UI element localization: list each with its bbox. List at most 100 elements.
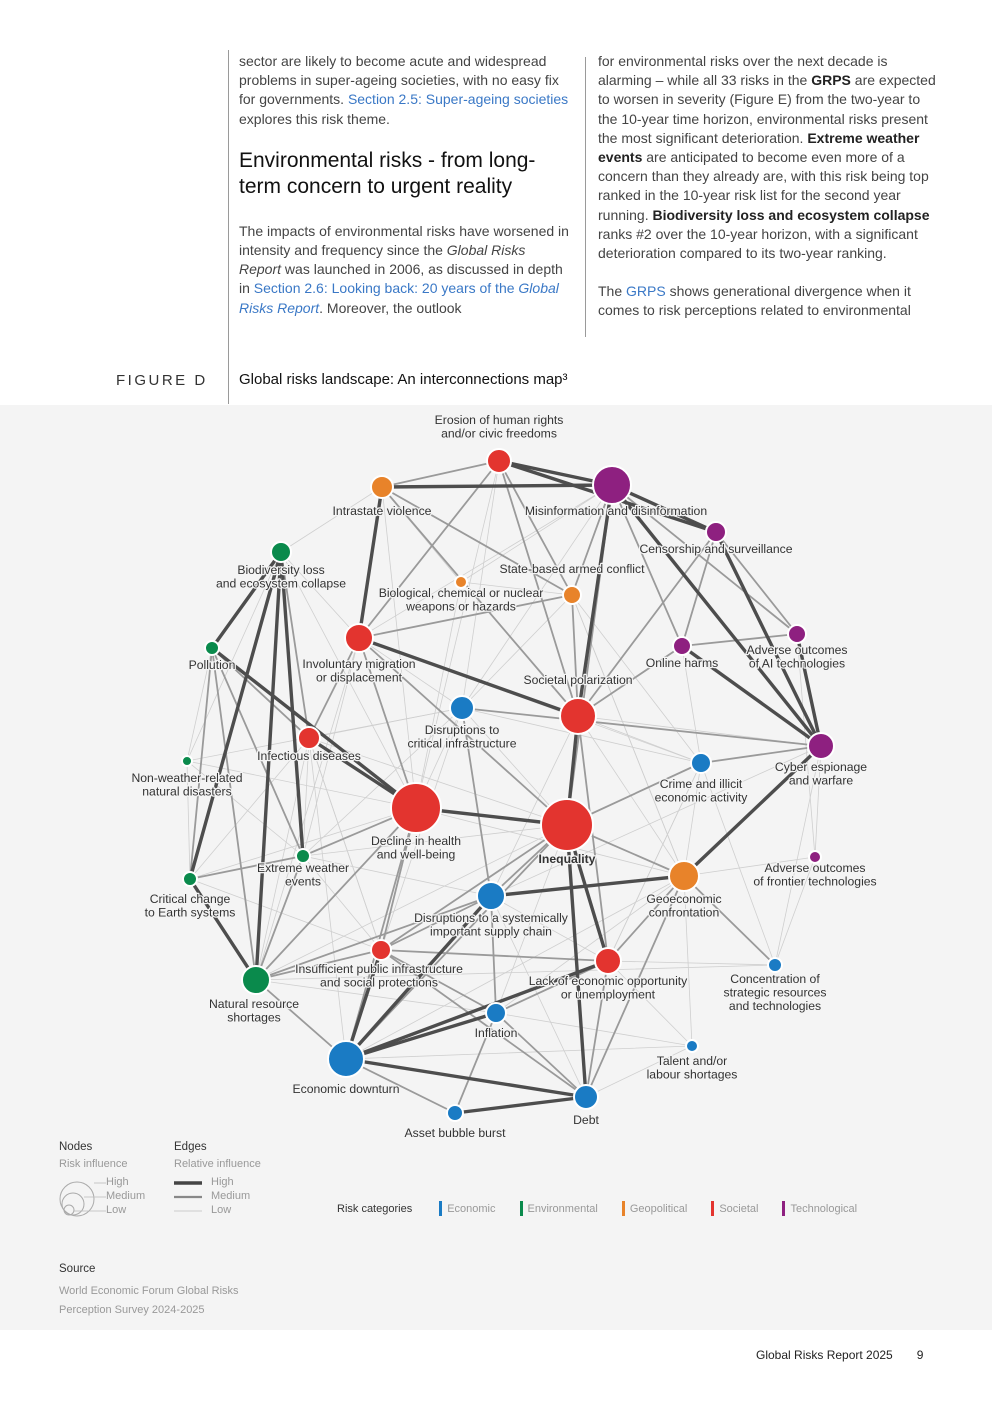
edge-societal_polar-lack_econ_opp: [577, 715, 609, 962]
edge-online_harms-cyber: [680, 644, 823, 748]
edge-geoeconomic-supply_chain: [489, 874, 686, 898]
edge-societal_polar-censorship: [577, 531, 717, 717]
figure-title: Global risks landscape: An interconnecti…: [239, 371, 568, 388]
node-frontier[interactable]: [808, 850, 822, 864]
section-2-5-link[interactable]: Section 2.5: Super-ageing societies: [347, 91, 569, 108]
node-asset_bubble[interactable]: [446, 1104, 464, 1122]
node-debt[interactable]: [573, 1084, 599, 1110]
node-infectious[interactable]: [297, 726, 321, 750]
node-talent[interactable]: [685, 1039, 699, 1053]
node-economic_downturn[interactable]: [327, 1040, 365, 1078]
economic-swatch-icon: [439, 1201, 443, 1216]
edge-online_harms-ai_outcomes: [681, 633, 798, 647]
node-erosion_rights[interactable]: [486, 448, 512, 474]
node-label-societal_polar: Societal polarization: [523, 673, 632, 687]
edge-debt-asset_bubble: [453, 1095, 588, 1115]
node-biodiversity[interactable]: [270, 541, 292, 563]
node-insuff_infra[interactable]: [370, 939, 392, 961]
edge-involuntary_mig-societal_polar: [357, 636, 580, 718]
node-online_harms[interactable]: [672, 636, 692, 656]
source-title: Source: [59, 1263, 96, 1275]
grps-link[interactable]: GRPS: [626, 283, 666, 300]
edge-extreme_weather-pollution: [211, 647, 304, 857]
edge-decline_health-erosion_rights: [415, 460, 500, 809]
section-2-6-link[interactable]: Section 2.6: Looking back: 20 years of t…: [239, 280, 559, 316]
node-societal_polar[interactable]: [559, 697, 597, 735]
node-inflation[interactable]: [485, 1002, 507, 1024]
node-supply_chain[interactable]: [476, 881, 506, 911]
node-critical_change[interactable]: [182, 871, 198, 887]
edge-involuntary_mig-extreme_weather: [302, 637, 360, 857]
node-non_weather[interactable]: [181, 755, 193, 767]
node-label-online_harms: Online harms: [646, 656, 718, 670]
node-decline_health[interactable]: [390, 782, 442, 834]
edge-involuntary_mig-natural_resource: [255, 637, 360, 981]
node-concentration[interactable]: [767, 957, 783, 973]
edge-misinfo-bio_chem: [460, 484, 613, 583]
node-natural_resource[interactable]: [241, 965, 271, 995]
legend-edge-high: High: [211, 1176, 234, 1188]
node-geoeconomic[interactable]: [668, 860, 700, 892]
edge-censorship-cyber: [714, 530, 823, 748]
node-involuntary_mig[interactable]: [344, 623, 374, 653]
node-bio_chem[interactable]: [454, 575, 468, 589]
edge-misinfo-societal_polar: [576, 483, 614, 718]
edge-biodiversity-pollution: [210, 550, 283, 650]
edge-concentration-lack_econ_opp: [607, 960, 776, 966]
edge-economic_downturn-talent: [345, 1045, 693, 1060]
edge-supply_chain-natural_resource: [255, 895, 492, 981]
edge-cyber-supply_chain: [490, 745, 822, 897]
technological-swatch-icon: [782, 1201, 786, 1216]
edge-geoeconomic-debt: [585, 875, 685, 1098]
section-heading: Environmental risks - from long-term con…: [239, 148, 536, 198]
node-label-inflation: Inflation: [475, 1026, 518, 1040]
edge-inflation-insuff_infra: [380, 949, 497, 1014]
node-ai_outcomes[interactable]: [787, 624, 807, 644]
edge-cyber-crime: [700, 745, 822, 764]
node-lack_econ_opp[interactable]: [594, 947, 622, 975]
edge-debt-talent: [585, 1045, 693, 1098]
edge-societal_polar-online_harms: [577, 645, 683, 717]
environmental-swatch-icon: [519, 1201, 523, 1216]
text-column-left: sector are likely to become acute and wi…: [239, 52, 569, 337]
node-label-inequality: Inequality: [539, 852, 596, 866]
node-crit_infra[interactable]: [449, 695, 475, 721]
node-extreme_weather[interactable]: [295, 848, 311, 864]
node-cyber[interactable]: [807, 732, 835, 760]
edge-supply_chain-inflation: [490, 895, 497, 1014]
node-crime[interactable]: [690, 752, 712, 774]
edge-crit_infra-crime: [461, 707, 702, 764]
legend-nodes-subtitle: Risk influence: [59, 1158, 128, 1170]
node-state_conflict[interactable]: [562, 585, 582, 605]
edge-intrastate-biodiversity: [280, 486, 383, 553]
edge-supply_chain-crit_infra: [461, 707, 492, 897]
edge-geoeconomic-talent: [683, 875, 693, 1047]
edge-crit_infra-state_conflict: [461, 594, 573, 709]
edge-economic_downturn-lack_econ_opp: [344, 959, 610, 1061]
edge-supply_chain-lack_econ_opp: [490, 895, 609, 962]
legend-societal: Societal: [711, 1201, 758, 1216]
node-misinfo[interactable]: [592, 465, 632, 505]
node-censorship[interactable]: [705, 521, 727, 543]
edge-biodiversity-infectious: [280, 551, 310, 739]
legend-economic: Economic: [439, 1201, 496, 1216]
node-intrastate[interactable]: [370, 475, 394, 499]
legend-nodes-title: Nodes: [59, 1141, 93, 1153]
risk-categories-title: Risk categories: [337, 1202, 413, 1215]
node-inequality[interactable]: [540, 798, 594, 852]
node-pollution[interactable]: [204, 640, 220, 656]
legend-edge-low: Low: [211, 1204, 232, 1216]
